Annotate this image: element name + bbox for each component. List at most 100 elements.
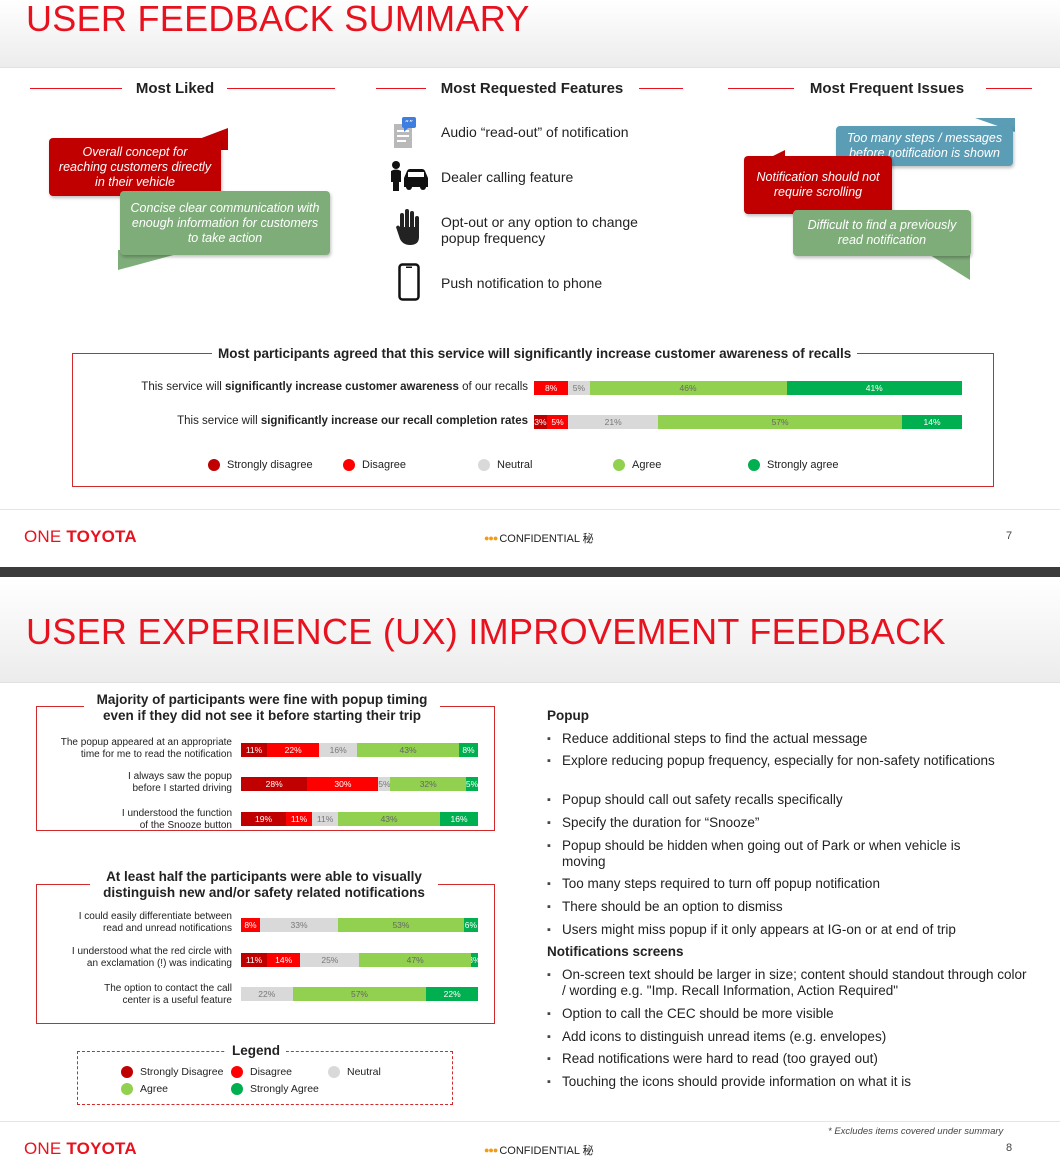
disagree-segment: 5% <box>546 415 569 429</box>
legend-label: Neutral <box>347 1066 381 1078</box>
legend-strongly-agree: Strongly agree <box>748 459 839 471</box>
slide-ux-improvement-feedback: USER EXPERIENCE (UX) IMPROVEMENT FEEDBAC… <box>0 577 1060 1171</box>
neutral-segment: 22% <box>241 987 293 1001</box>
most-requested-heading: Most Requested Features <box>440 80 624 97</box>
confidential-dots-icon: ●●● <box>484 1145 498 1155</box>
speech-document-icon: “” <box>392 116 426 155</box>
slide-separator <box>0 567 1060 577</box>
legend-strongly-agree: Strongly Agree <box>231 1083 319 1095</box>
slide-title: USER FEEDBACK SUMMARY <box>26 0 530 39</box>
legend-dot <box>121 1083 133 1095</box>
strongly-agree-segment: 8% <box>459 743 478 757</box>
legend-label: Strongly disagree <box>227 459 313 471</box>
issue-bubble-too-many-steps: Too many steps / messages before notific… <box>836 126 1013 166</box>
response-bar: 28%30%5%32%5% <box>241 777 478 791</box>
popup-feedback-item: Users might miss popup if it only appear… <box>547 922 1017 938</box>
divider-line <box>986 88 1032 89</box>
legend-disagree: Disagree <box>343 459 406 471</box>
strongly-agree-segment: 41% <box>786 381 962 395</box>
most-liked-heading: Most Liked <box>135 80 215 97</box>
agree-segment: 32% <box>390 777 467 791</box>
confidential-dots-icon: ●●● <box>484 533 498 543</box>
footer-divider <box>0 509 1060 510</box>
popup-timing-title: Majority of participants were fine with … <box>84 692 440 724</box>
legend-label: Disagree <box>250 1066 293 1078</box>
slide-user-feedback-summary: USER FEEDBACK SUMMARY Most Liked Most Re… <box>0 0 1060 567</box>
phone-icon <box>398 263 420 306</box>
response-bar: 8%33%53%6% <box>241 918 478 932</box>
strongly-agree-segment: 5% <box>466 777 478 791</box>
title-band <box>0 0 1060 68</box>
notifications-feedback-item: Option to call the CEC should be more vi… <box>547 1006 997 1022</box>
legend-dot <box>231 1083 243 1095</box>
feature-opt-out: Opt-out or any option to change popup fr… <box>441 214 638 246</box>
title-band <box>0 577 1060 683</box>
feature-audio-readout: Audio “read-out” of notification <box>441 124 629 140</box>
agree-segment: 53% <box>338 918 464 932</box>
footnote: * Excludes items covered under summary <box>828 1126 1004 1137</box>
strongly-agree-segment: 6% <box>463 918 478 932</box>
neutral-segment: 11% <box>312 812 339 826</box>
neutral-segment: 5% <box>568 381 590 395</box>
legend-dot <box>343 459 355 471</box>
agree-segment: 46% <box>589 381 787 395</box>
issue-bubble-scrolling: Notification should not require scrollin… <box>744 156 892 214</box>
disagree-segment: 14% <box>267 953 301 967</box>
strongly-agree-segment: 3% <box>470 953 478 967</box>
legend-dot <box>121 1066 133 1078</box>
legend-agree: Agree <box>613 459 661 471</box>
survey-row-label: This service will significantly increase… <box>141 381 528 393</box>
survey-bar: 3%5%21%57%14% <box>534 415 962 429</box>
feature-push-notification: Push notification to phone <box>441 275 603 291</box>
strongly-disagree-segment: 11% <box>241 953 268 967</box>
agree-segment: 43% <box>357 743 459 757</box>
notifications-feedback-item: Add icons to distinguish unread items (e… <box>547 1029 997 1045</box>
agree-segment: 57% <box>658 415 903 429</box>
page-number: 7 <box>1006 530 1013 542</box>
legend-box <box>77 1051 453 1105</box>
response-bar: 22%57%22% <box>241 987 478 1001</box>
legend-label: Agree <box>140 1083 169 1095</box>
legend-dot <box>208 459 220 471</box>
confidential-label: ●●●CONFIDENTIAL 秘 <box>484 1145 594 1157</box>
legend-disagree: Disagree <box>231 1066 292 1078</box>
confidential-label: ●●●CONFIDENTIAL 秘 <box>484 533 594 545</box>
notifications-feedback-item: Read notifications were hard to read (to… <box>547 1051 997 1067</box>
strongly-disagree-segment: 3% <box>534 415 547 429</box>
survey-title: Most participants agreed that this servi… <box>212 346 858 362</box>
legend-label: Agree <box>632 459 662 471</box>
legend-label: Strongly Agree <box>250 1083 319 1095</box>
strongly-disagree-segment: 28% <box>241 777 308 791</box>
popup-feedback-item: Reduce additional steps to find the actu… <box>547 731 997 747</box>
legend-title: Legend <box>226 1043 287 1059</box>
survey-row-label: This service will significantly increase… <box>177 415 528 427</box>
disagree-segment: 30% <box>307 777 379 791</box>
response-bar: 19%11%11%43%16% <box>241 812 478 826</box>
disagree-segment: 8% <box>534 381 569 395</box>
neutral-segment: 21% <box>568 415 659 429</box>
brand-logo: ONE TOYOTA <box>24 527 137 546</box>
legend-label: Disagree <box>362 459 407 471</box>
bubble-tail <box>118 250 192 270</box>
visual-distinction-title: At least half the participants were able… <box>90 869 438 901</box>
disagree-segment: 8% <box>241 918 260 932</box>
notifications-feedback-item: On-screen text should be larger in size;… <box>547 967 1027 999</box>
divider-line <box>30 88 122 89</box>
legend-agree: Agree <box>121 1083 168 1095</box>
legend-strongly-disagree: Strongly disagree <box>208 459 313 471</box>
legend-dot <box>613 459 625 471</box>
most-frequent-heading: Most Frequent Issues <box>809 80 965 97</box>
popup-feedback-item: There should be an option to dismiss <box>547 899 997 915</box>
divider-line <box>376 88 426 89</box>
popup-feedback-item: Popup should call out safety recalls spe… <box>547 792 997 808</box>
agree-segment: 43% <box>338 812 441 826</box>
legend-neutral: Neutral <box>478 459 532 471</box>
brand-logo: ONE TOYOTA <box>24 1139 137 1158</box>
disagree-segment: 22% <box>267 743 320 757</box>
